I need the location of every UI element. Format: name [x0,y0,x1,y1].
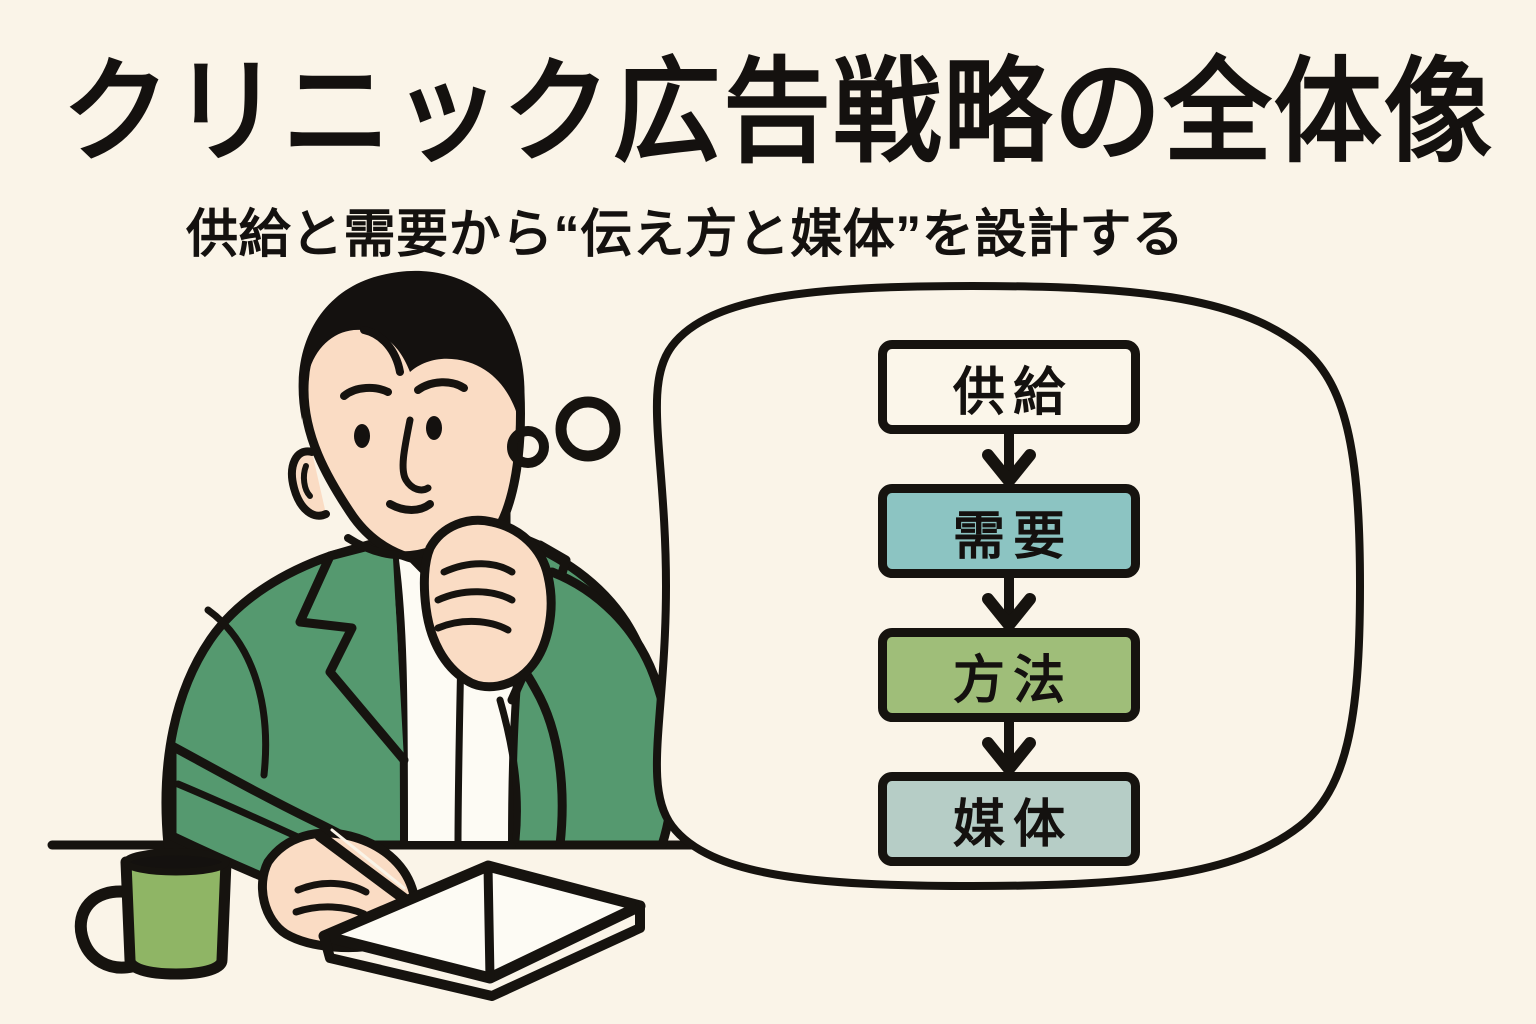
flow-node-method[interactable]: 方法 [878,628,1140,722]
nose [399,416,432,494]
flow-node-demand[interactable]: 需要 [878,484,1140,578]
hand-left-knuckle-1 [294,879,370,896]
arrowhead-2 [982,593,1036,631]
page-title: クリニック広告戦略の全体像 [62,47,1495,177]
finger-line-3 [434,617,512,634]
coffee-mug [74,848,232,980]
thought-dot-large [555,396,621,462]
hand-right-fist [419,515,556,692]
jacket-arm-right-crease [496,696,521,844]
mouth [386,500,434,514]
ear-inner [300,463,313,499]
arrowhead-1 [982,449,1036,487]
flow-node-method-label: 方法 [952,651,1074,710]
hair-fringe [360,326,404,376]
mug-body [120,856,232,980]
pen [314,830,420,912]
eye-right [426,416,442,440]
jacket-shoulder-seam [204,606,270,779]
ear [288,447,330,520]
flow-node-media[interactable]: 媒体 [878,772,1140,866]
jacket-lapel-left [295,535,409,765]
hand-left-knuckle-2 [292,903,368,918]
mug-handle [74,885,140,974]
mug-coffee [122,848,230,876]
flow-node-supply[interactable]: 供給 [878,340,1140,434]
flow-node-media-label: 媒体 [952,795,1074,854]
open-notebook [318,860,646,1001]
notebook-spine [483,861,495,983]
pen-barrel-highlight [330,828,406,890]
thinking-businessman [161,270,677,953]
arrowhead-3 [982,737,1036,775]
finger-line-1 [440,560,516,576]
flow-node-supply-label: 供給 [952,363,1074,422]
flow-arrows [982,429,1036,775]
page-subtitle: 供給と需要から“伝え方と媒体”を設計する [186,206,1185,264]
hair [298,270,525,424]
flow-node-demand-label: 需要 [952,507,1074,566]
eyebrow-right [414,378,468,394]
notebook-edge [319,901,645,1001]
eye-left [354,424,370,448]
finger-line-2 [434,588,516,604]
thought-dot-small [507,426,549,468]
eyebrow-left [340,383,392,400]
